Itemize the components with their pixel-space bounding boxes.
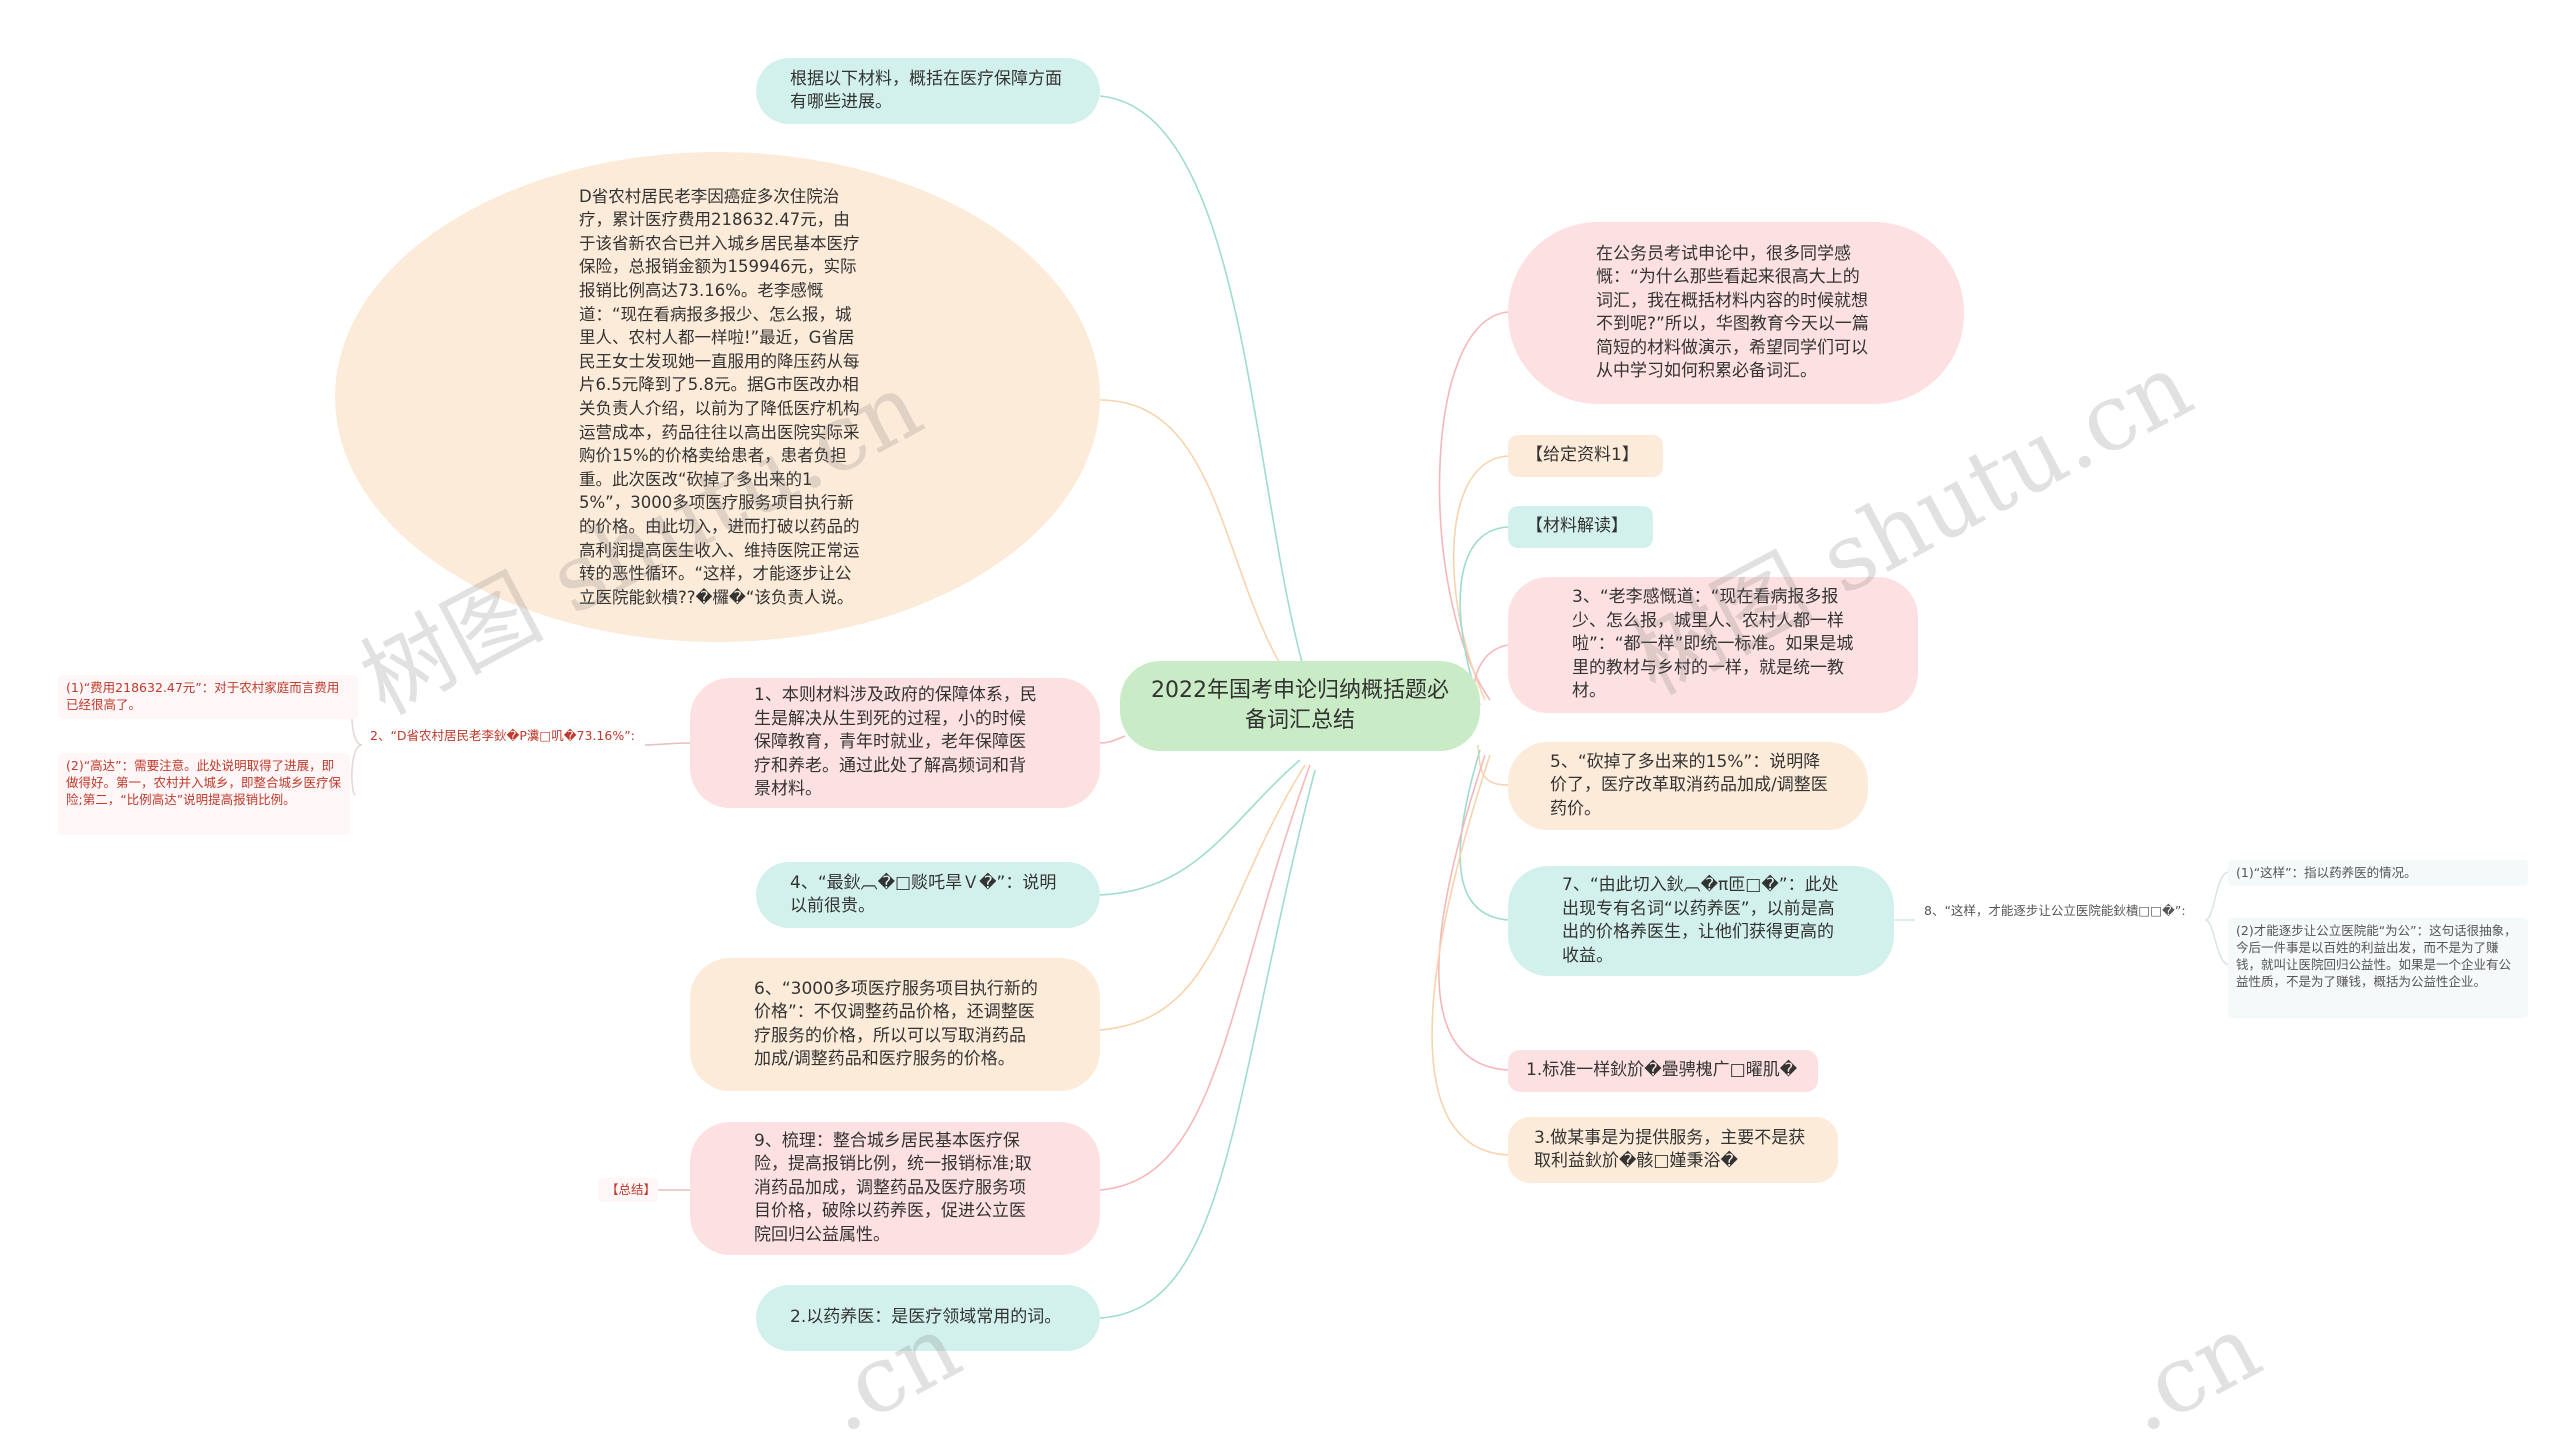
central-topic-label: 2022年国考申论归纳概括题必备词汇总结 [1151, 678, 1449, 733]
link-l4 [1099, 759, 1301, 896]
link-material [1099, 399, 1306, 701]
node-r-intro-text: 在公务员考试申论中，很多同学感慨：“为什么那些看起来很高大上的词汇，我在概括材料… [1596, 243, 1869, 382]
node-l9-tag[interactable]: 【总结】 [598, 1178, 658, 1202]
link-r7-sub-b [2204, 919, 2229, 966]
connector-lines [351, 95, 2229, 1319]
link-r-tag1 [1452, 455, 1509, 701]
link-r-b1 [1438, 754, 1509, 1071]
node-l2b-text: 2.以药养医：是医疗领域常用的词。 [790, 1307, 1062, 1328]
node-r7-sub-text: 8、“这样，才能逐步让公立医院能鈥樻□□�”: [1924, 903, 2186, 918]
node-material-text-body: D省农村居民老李因癌症多次住院治疗，累计医疗费用218632.47元，由于该省新… [579, 186, 860, 607]
central-topic[interactable]: 2022年国考申论归纳概括题必备词汇总结 [1120, 661, 1480, 751]
node-r5-text: 5、“砍掉了多出来的15%”：说明降价了，医疗改革取消药品加成/调整医药价。 [1550, 751, 1828, 819]
link-r7-sub-a [2204, 871, 2229, 921]
node-material-text[interactable]: D省农村居民老李因癌症多次住院治疗，累计医疗费用218632.47元，由于该省新… [335, 152, 1100, 642]
node-r-b3-text: 3.做某事是为提供服务，主要不是获取利益鈥斺�骸□嫤秉浴� [1534, 1127, 1806, 1172]
node-question-header-text: 根据以下材料，概括在医疗保障方面有哪些进展。 [790, 68, 1062, 113]
link-r7 [1459, 749, 1509, 921]
link-l1-sub-b [351, 744, 363, 796]
link-q-header [1099, 95, 1311, 691]
node-r-tag2[interactable]: 【材料解读】 [1508, 506, 1653, 548]
node-r7-sub-b[interactable]: (2)才能逐步让公立医院能“为公”：这句话很抽象，今后一件事是以百姓的利益出发，… [2228, 918, 2528, 1018]
node-l9-tag-text: 【总结】 [606, 1182, 657, 1197]
node-r-b1[interactable]: 1.标准一样鈥斺�曡骋槐广□曜肌� [1508, 1050, 1818, 1092]
node-l9-text: 9、梳理：整合城乡居民基本医疗保险，提高报销比例，统一报销标准;取消药品加成，调… [754, 1130, 1032, 1245]
node-r7-sub[interactable]: 8、“这样，才能逐步让公立医院能鈥樻□□�”: [1916, 900, 2208, 942]
node-l6[interactable]: 6、“3000多项医疗服务项目执行新的价格”：不仅调整药品价格，还调整医疗服务的… [690, 958, 1100, 1091]
node-r-tag1-text: 【给定资料1】 [1526, 445, 1639, 466]
link-l2b [1099, 769, 1316, 1319]
node-r-b3[interactable]: 3.做某事是为提供服务，主要不是获取利益鈥斺�骸□嫤秉浴� [1508, 1117, 1838, 1183]
node-l4-text: 4、“最鈥︹�□赕吒旱Ｖ�”：说明以前很贵。 [790, 872, 1057, 917]
node-l1[interactable]: 1、本则材料涉及政府的保障体系，民生是解决从生到死的过程，小的时候保障教育，青年… [690, 678, 1100, 808]
link-l9 [1099, 764, 1311, 1191]
node-r3-text: 3、“老李感慨道：“现在看病报多报少、怎么报，城里人、农村人都一样啦”：“都一样… [1572, 587, 1854, 702]
node-r-intro[interactable]: 在公务员考试申论中，很多同学感慨：“为什么那些看起来很高大上的词汇，我在概括材料… [1508, 222, 1964, 404]
node-l1-sub-b[interactable]: (2)“高达”：需要注意。此处说明取得了进展，即做得好。第一，农村并入城乡，即整… [58, 753, 350, 835]
node-l1-text: 1、本则材料涉及政府的保障体系，民生是解决从生到死的过程，小的时候保障教育，青年… [754, 685, 1037, 800]
node-l1-sub-text: 2、“D省农村居民老李鈥�P瀵□叽�73.16%”: [370, 728, 635, 743]
link-r-intro [1438, 311, 1509, 701]
node-r7[interactable]: 7、“由此切入鈥︹�π匝□�”：此处出现专有名词“以药养医”，以前是高出的价格养… [1508, 866, 1894, 976]
node-l2b[interactable]: 2.以药养医：是医疗领域常用的词。 [756, 1285, 1100, 1351]
node-r3[interactable]: 3、“老李感慨道：“现在看病报多报少、怎么报，城里人、农村人都一样啦”：“都一样… [1508, 577, 1918, 713]
node-r7-sub-a[interactable]: (1)“这样”：指以药养医的情况。 [2228, 860, 2528, 886]
node-l4[interactable]: 4、“最鈥︹�□赕吒旱Ｖ�”：说明以前很贵。 [756, 862, 1100, 928]
node-r7-sub-a-text: (1)“这样”：指以药养医的情况。 [2236, 865, 2417, 880]
node-r-tag2-text: 【材料解读】 [1526, 516, 1628, 537]
node-r7-sub-b-text: (2)才能逐步让公立医院能“为公”：这句话很抽象，今后一件事是以百姓的利益出发，… [2236, 923, 2517, 989]
node-l9[interactable]: 9、梳理：整合城乡居民基本医疗保险，提高报销比例，统一报销标准;取消药品加成，调… [690, 1122, 1100, 1255]
link-l6 [1099, 764, 1306, 1031]
node-r-b1-text: 1.标准一样鈥斺�曡骋槐广□曜肌� [1526, 1060, 1798, 1081]
node-r-tag1[interactable]: 【给定资料1】 [1508, 435, 1663, 477]
link-l1-sub [644, 742, 691, 746]
node-l6-text: 6、“3000多项医疗服务项目执行新的价格”：不仅调整药品价格，还调整医疗服务的… [754, 978, 1038, 1070]
node-question-header[interactable]: 根据以下材料，概括在医疗保障方面有哪些进展。 [756, 58, 1100, 124]
link-r-b3 [1431, 754, 1509, 1156]
node-l1-sub-b-text: (2)“高达”：需要注意。此处说明取得了进展，即做得好。第一，农村并入城乡，即整… [66, 758, 342, 807]
node-l1-sub[interactable]: 2、“D省农村居民老李鈥�P瀵□叽�73.16%”: [362, 725, 662, 765]
node-l1-sub-a-text: (1)“费用218632.47元”：对于农村家庭而言费用已经很高了。 [66, 680, 340, 712]
node-r7-text: 7、“由此切入鈥︹�π匝□�”：此处出现专有名词“以药养医”，以前是高出的价格养… [1562, 875, 1839, 966]
link-l1 [1099, 735, 1126, 744]
node-l1-sub-a[interactable]: (1)“费用218632.47元”：对于农村家庭而言费用已经很高了。 [58, 675, 358, 719]
link-r-tag2 [1459, 526, 1509, 706]
node-r5[interactable]: 5、“砍掉了多出来的15%”：说明降价了，医疗改革取消药品加成/调整医药价。 [1508, 742, 1868, 830]
